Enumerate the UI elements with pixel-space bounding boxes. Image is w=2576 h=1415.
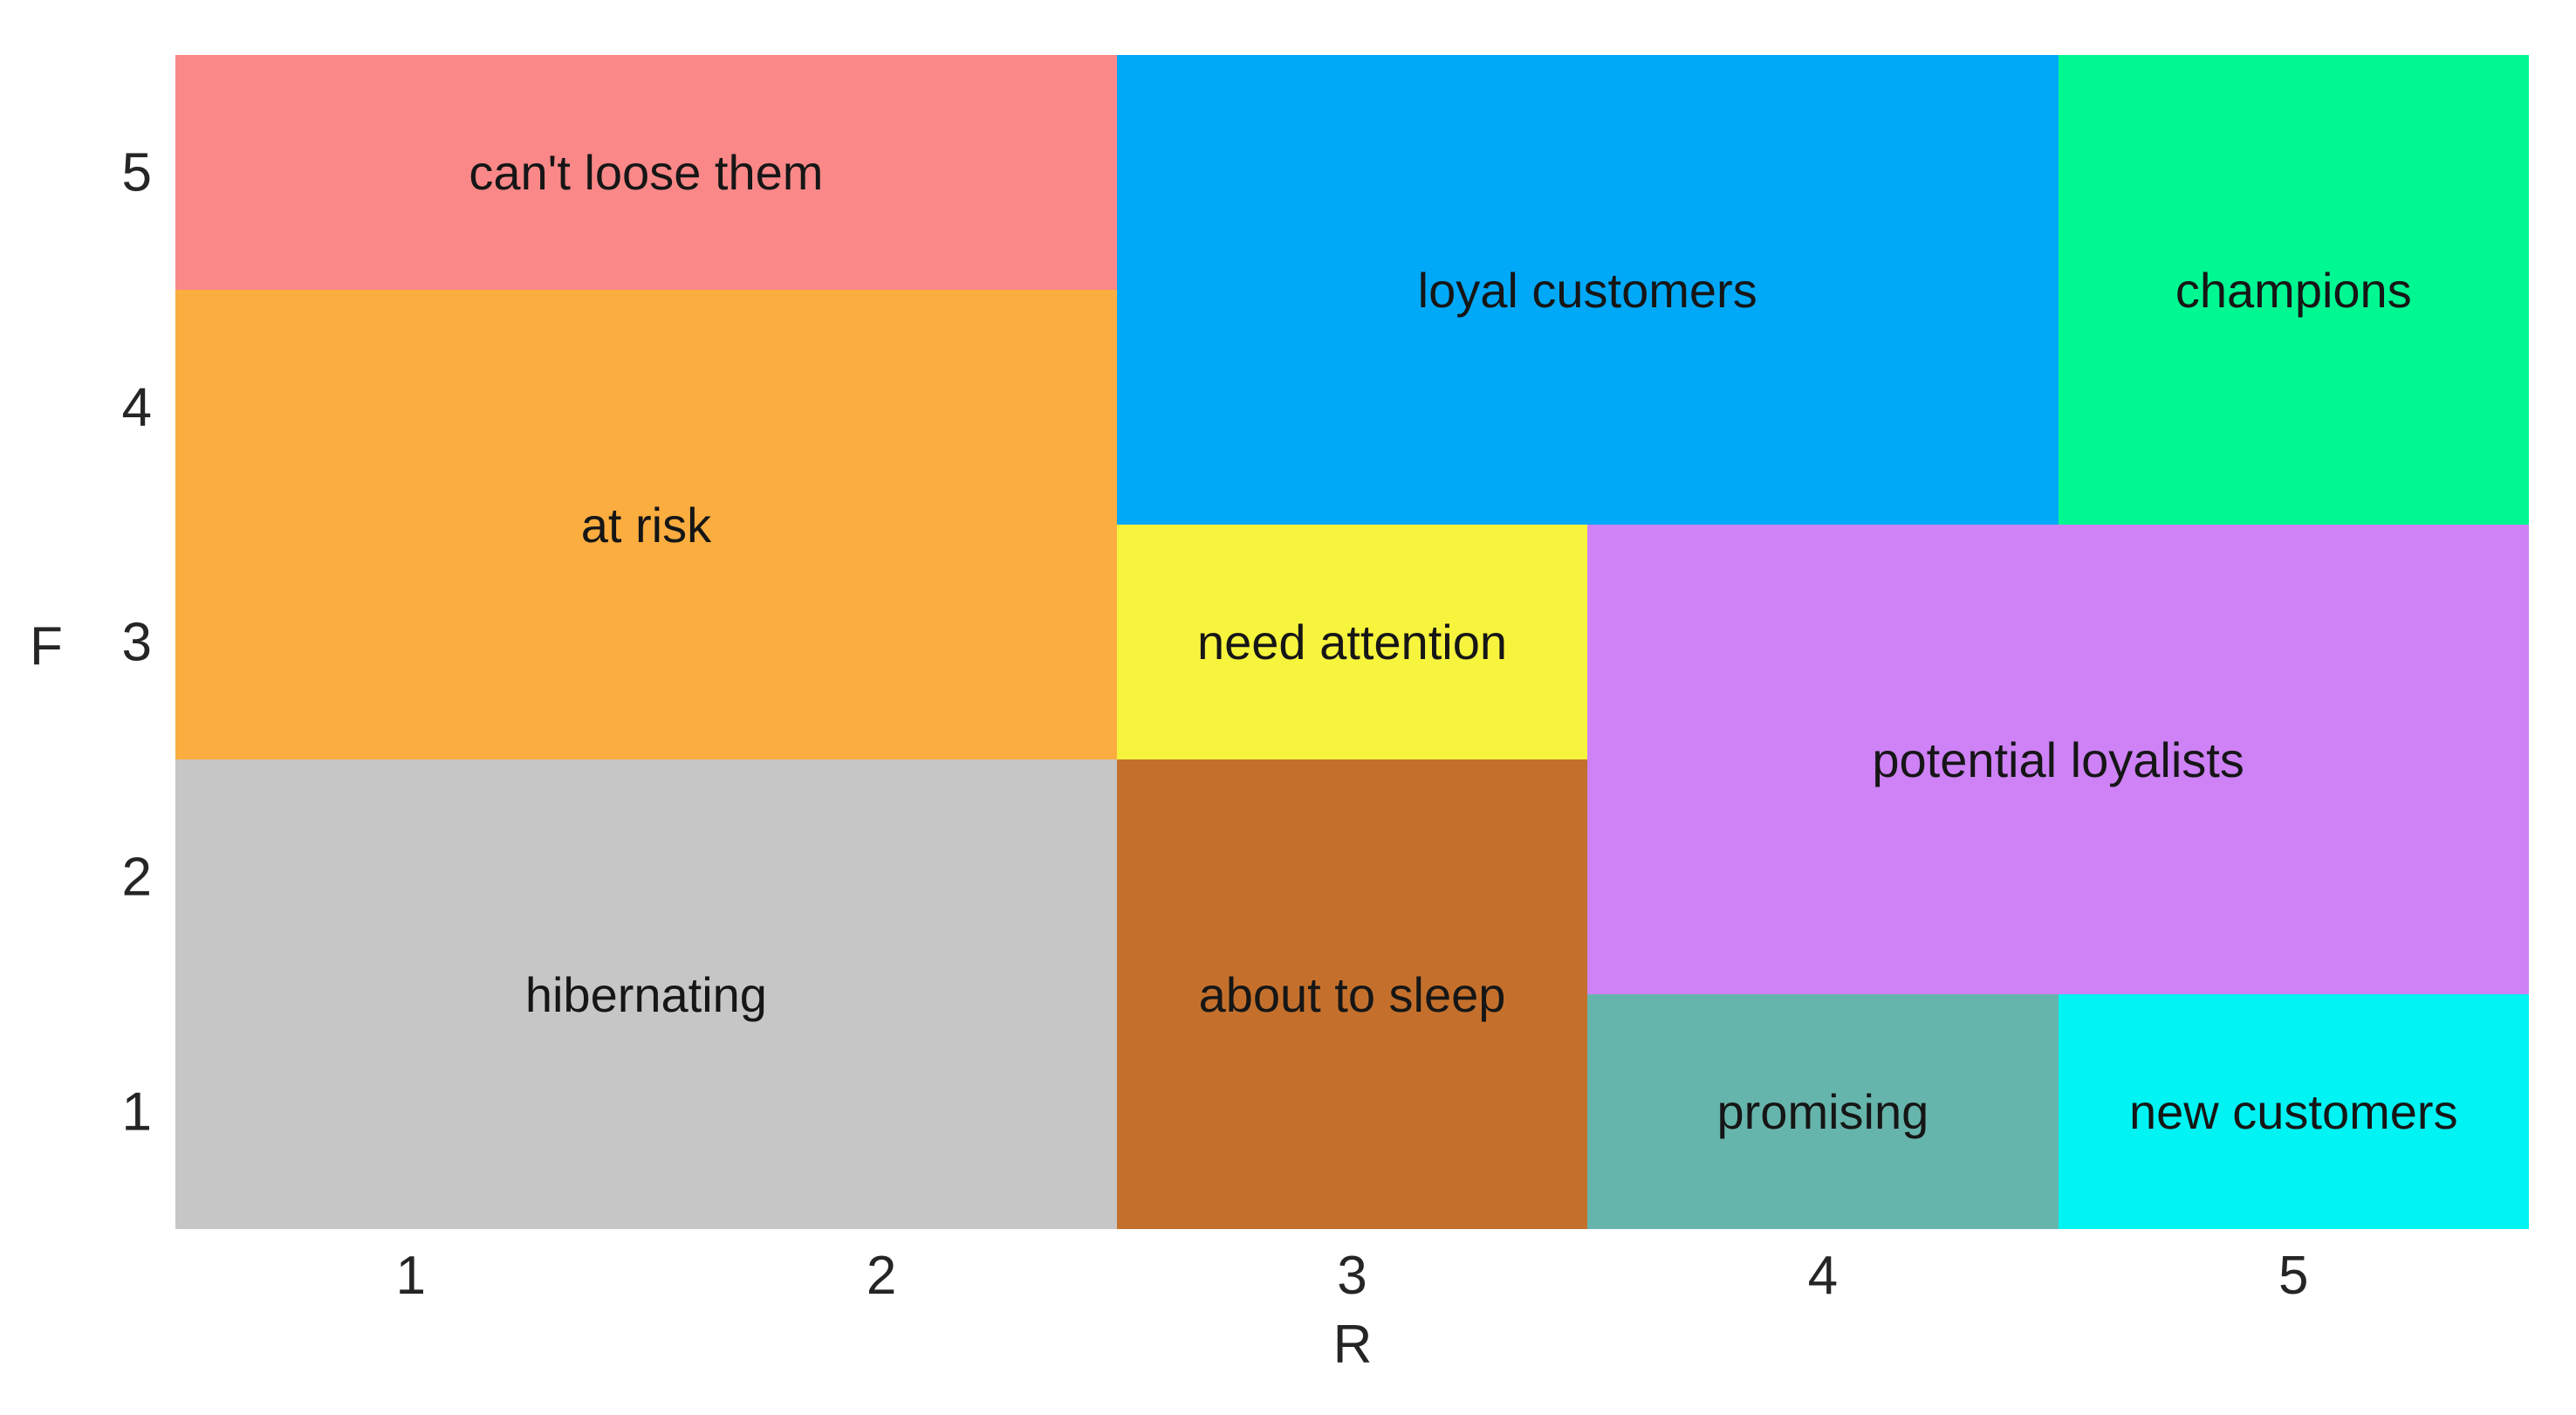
plot-area: can't loose them at risk hibernating loy… — [175, 55, 2529, 1229]
segment-label: champions — [2175, 262, 2412, 318]
segment-label: at risk — [580, 497, 712, 553]
y-tick-4: 4 — [121, 377, 152, 437]
segment-label: can't loose them — [469, 145, 824, 200]
segment-need-attention: need attention — [1116, 525, 1588, 759]
y-tick-1: 1 — [121, 1082, 152, 1142]
segment-loyal-customers: loyal customers — [1116, 55, 2059, 525]
segment-cant-loose-them: can't loose them — [175, 55, 1117, 290]
y-tick-5: 5 — [121, 142, 152, 203]
y-axis-ticks: 5 4 3 2 1 — [0, 55, 175, 1229]
y-tick-3: 3 — [121, 612, 152, 672]
segment-at-risk: at risk — [175, 290, 1117, 759]
x-tick-3: 3 — [1337, 1246, 1367, 1306]
segment-label: about to sleep — [1198, 966, 1506, 1022]
segment-hibernating: hibernating — [175, 759, 1117, 1229]
x-tick-2: 2 — [866, 1246, 897, 1306]
y-axis-label: F — [30, 616, 63, 677]
segment-champions: champions — [2058, 55, 2529, 525]
x-tick-5: 5 — [2278, 1246, 2309, 1306]
segment-label: potential loyalists — [1872, 732, 2244, 787]
segment-label: hibernating — [524, 966, 767, 1022]
y-tick-2: 2 — [121, 847, 152, 907]
x-tick-4: 4 — [1807, 1246, 1839, 1306]
segment-label: need attention — [1197, 615, 1507, 670]
segment-label: loyal customers — [1417, 262, 1757, 318]
segment-promising: promising — [1587, 994, 2059, 1229]
segment-about-to-sleep: about to sleep — [1116, 759, 1588, 1229]
segment-new-customers: new customers — [2058, 994, 2529, 1229]
segment-label: new customers — [2129, 1084, 2458, 1139]
x-axis-label: R — [1333, 1315, 1373, 1375]
x-axis-ticks: 1 2 3 4 5 — [175, 1229, 2529, 1308]
segment-label: promising — [1716, 1084, 1929, 1139]
segment-potential-loyalists: potential loyalists — [1587, 525, 2529, 994]
x-tick-1: 1 — [395, 1246, 426, 1306]
